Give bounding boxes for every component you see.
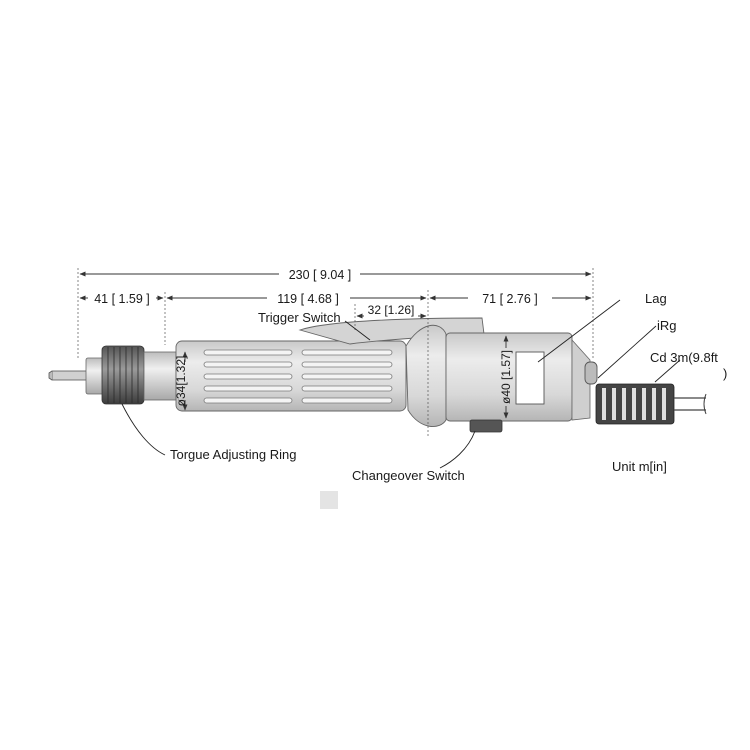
dim-trigger: 32 [1.26] bbox=[368, 303, 415, 317]
trigger-switch-label: Trigger Switch bbox=[258, 310, 341, 325]
leader-lines bbox=[121, 299, 681, 469]
grip-grooves bbox=[203, 349, 393, 404]
dim-front-diameter: ø34[1.32] bbox=[174, 356, 188, 407]
motor-transition bbox=[405, 324, 447, 427]
dim-front: 41 [ 1.59 ] bbox=[94, 292, 150, 306]
label-callout-line1: Lag bbox=[645, 291, 667, 306]
changeover-switch bbox=[469, 419, 503, 433]
hanger-ring bbox=[584, 361, 598, 385]
unit-note: Unit m[in] bbox=[612, 459, 667, 474]
driver-bit bbox=[51, 370, 89, 381]
power-cord bbox=[674, 397, 706, 411]
label-callout-line2: iRg bbox=[657, 318, 677, 333]
gray-square-marker bbox=[320, 491, 338, 509]
trigger-lever bbox=[298, 317, 485, 345]
dim-rear: 71 [ 2.76 ] bbox=[482, 292, 538, 306]
screwdriver-body bbox=[48, 317, 707, 433]
torque-ring-label: Torgue Adjusting Ring bbox=[170, 447, 296, 462]
callout-labels: Trigger Switch Torgue Adjusting Ring Cha… bbox=[170, 291, 727, 483]
end-cap bbox=[571, 338, 591, 421]
nose-collar bbox=[85, 357, 105, 395]
extension-lines bbox=[77, 268, 594, 436]
cord-callout-paren: ) bbox=[723, 366, 727, 381]
dim-overall: 230 [ 9.04 ] bbox=[289, 268, 352, 282]
dim-body: 119 [ 4.68 ] bbox=[277, 292, 339, 306]
dimension-labels: 230 [ 9.04 ] 41 [ 1.59 ] 119 [ 4.68 ] 71… bbox=[94, 268, 538, 406]
changeover-switch-label: Changeover Switch bbox=[352, 468, 465, 483]
label-plate bbox=[515, 351, 545, 405]
dimension-lines bbox=[79, 271, 592, 419]
dim-rear-diameter: ø40 [1.57] bbox=[499, 350, 513, 404]
front-section bbox=[143, 351, 177, 401]
cord-callout: Cd 3m(9.8ft bbox=[650, 350, 718, 365]
